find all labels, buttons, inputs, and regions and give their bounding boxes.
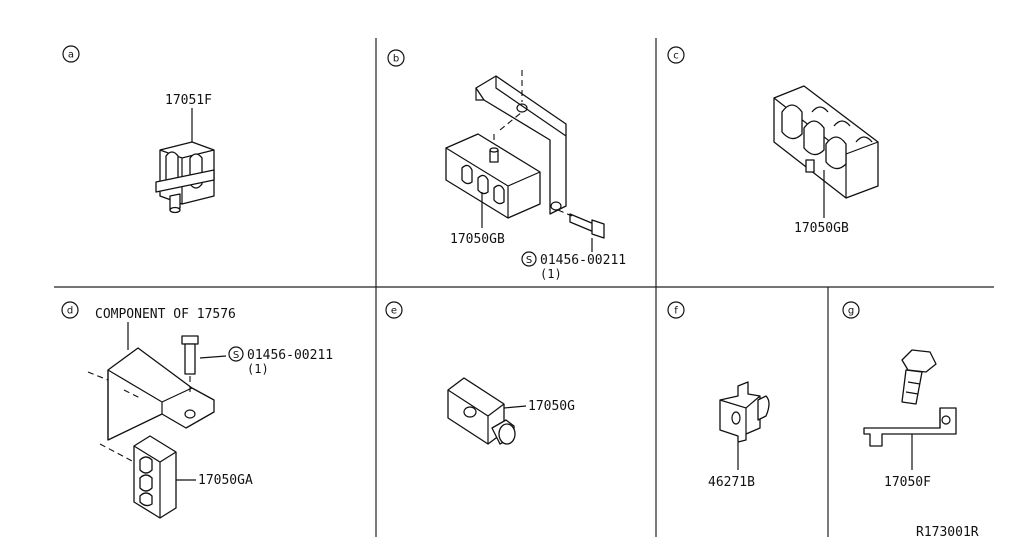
grid-dividers xyxy=(54,38,994,537)
section-c-marker xyxy=(667,46,685,64)
clip-17050gb-c-drawing xyxy=(773,85,879,199)
part-label-17051f: 17051F xyxy=(165,93,212,108)
part-label-17050g: 17050G xyxy=(528,399,575,414)
part-label-17050f: 17050F xyxy=(884,475,931,490)
clip-17050f-drawing xyxy=(863,349,957,447)
section-b-tag: b xyxy=(393,54,399,65)
section-g-marker xyxy=(842,301,860,319)
section-a-marker xyxy=(62,45,80,63)
section-b: b 17050GB S 01456-00211 (1) xyxy=(387,49,626,281)
component-note-d: COMPONENT OF 17576 xyxy=(95,307,236,322)
reference-code: R173001R xyxy=(916,525,979,540)
svg-text:S: S xyxy=(233,350,239,361)
section-c-tag: c xyxy=(673,51,679,62)
part-label-17050gb-b: 17050GB xyxy=(450,232,505,247)
section-d-marker xyxy=(61,301,79,319)
section-f-tag: f xyxy=(674,306,678,317)
quantity-d: (1) xyxy=(247,362,269,376)
bracket-d-drawing xyxy=(87,335,215,519)
section-g-tag: g xyxy=(848,306,854,317)
section-e-marker xyxy=(385,301,403,319)
clip-17050g-drawing xyxy=(447,377,516,445)
section-g: g 17050F xyxy=(842,301,957,490)
svg-text:S: S xyxy=(526,255,532,266)
section-b-marker xyxy=(387,49,405,67)
std-symbol-b xyxy=(521,251,537,267)
bracket-b-drawing xyxy=(445,70,605,239)
part-label-17050gb-c: 17050GB xyxy=(794,221,849,236)
part-label-46271b: 46271B xyxy=(708,475,755,490)
section-f-marker xyxy=(667,301,685,319)
clip-17051f-drawing xyxy=(155,141,215,214)
part-label-01456-00211-d: 01456-00211 xyxy=(247,348,333,363)
std-symbol-d xyxy=(228,346,244,362)
section-a: a 17051F xyxy=(62,45,215,214)
section-f: f 46271B xyxy=(667,301,770,490)
part-label-01456-00211-b: 01456-00211 xyxy=(540,253,626,268)
section-e: e 17050G xyxy=(385,301,575,445)
section-e-tag: e xyxy=(391,306,397,317)
quantity-b: (1) xyxy=(540,267,562,281)
clip-46271b-drawing xyxy=(719,381,770,443)
section-d: d COMPONENT OF 17576 S 01456-00211 (1) 1… xyxy=(61,301,333,519)
section-d-tag: d xyxy=(67,306,73,317)
part-label-17050ga: 17050GA xyxy=(198,473,253,488)
section-a-tag: a xyxy=(68,50,74,61)
section-c: c 17050GB xyxy=(667,46,879,236)
